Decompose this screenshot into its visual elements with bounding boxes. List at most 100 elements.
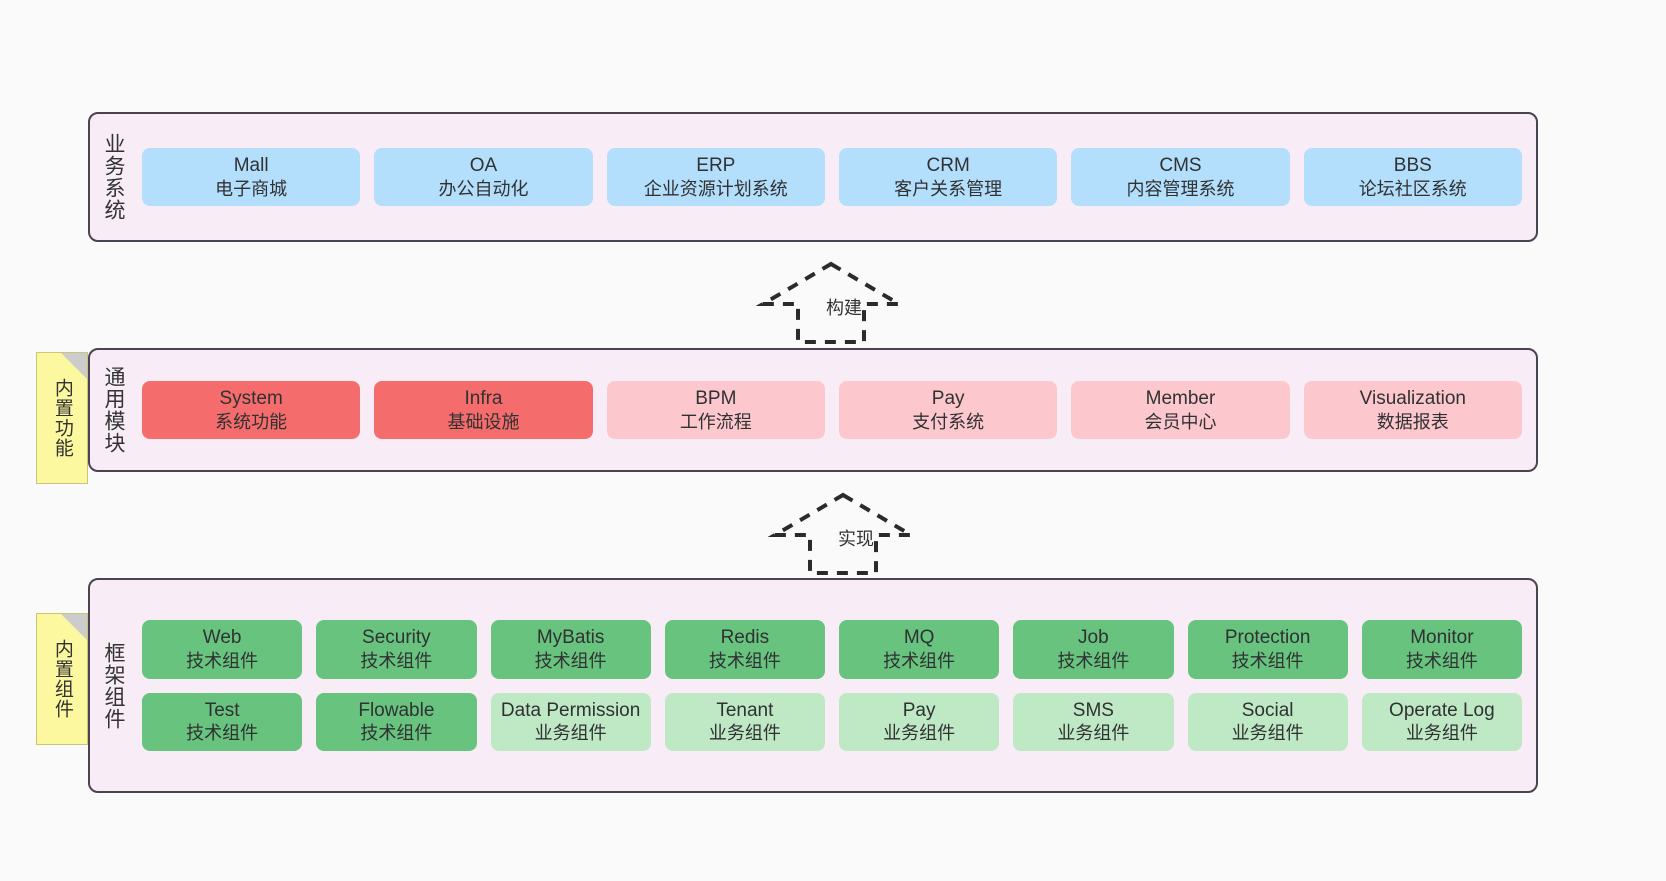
layer-business-system: 业务系统 Mall 电子商城 OA 办公自动化 ERP 企业资源计划系统 CRM… [88,112,1538,242]
card-pay[interactable]: Pay 支付系统 [838,380,1058,440]
card-redis[interactable]: Redis 技术组件 [664,619,825,679]
card-data-permission[interactable]: Data Permission 业务组件 [490,692,651,752]
card-title: Pay [931,387,965,409]
card-title: Flowable [358,699,435,721]
card-row: Web 技术组件 Security 技术组件 MyBatis 技术组件 Redi… [142,619,1522,679]
card-web[interactable]: Web 技术组件 [142,619,303,679]
card-subtitle: 支付系统 [912,411,985,432]
card-title: CRM [926,154,970,176]
card-subtitle: 基础设施 [447,411,520,432]
card-row: Mall 电子商城 OA 办公自动化 ERP 企业资源计划系统 CRM 客户关系… [142,147,1522,207]
card-title: Mall [233,154,269,176]
card-title: ERP [696,154,736,176]
card-subtitle: 业务组件 [708,723,781,744]
build-arrow-icon [756,261,906,344]
card-title: MQ [903,626,935,648]
card-monitor[interactable]: Monitor 技术组件 [1361,619,1522,679]
card-pay-business[interactable]: Pay 业务组件 [839,692,1000,752]
card-mq[interactable]: MQ 技术组件 [839,619,1000,679]
card-tenant[interactable]: Tenant 业务组件 [664,692,825,752]
card-security[interactable]: Security 技术组件 [316,619,477,679]
card-row: System 系统功能 Infra 基础设施 BPM 工作流程 Pay 支付系统… [142,380,1522,440]
card-title: Data Permission [500,699,641,721]
card-infra[interactable]: Infra 基础设施 [374,380,593,440]
note-builtin-function: 内置功能 [36,352,88,484]
card-subtitle: 技术组件 [534,650,607,671]
connector-build: 构建 [756,258,906,346]
card-crm[interactable]: CRM 客户关系管理 [838,147,1058,207]
card-subtitle: 技术组件 [883,650,956,671]
card-subtitle: 系统功能 [215,411,288,432]
card-subtitle: 内容管理系统 [1126,178,1235,199]
card-title: Tenant [716,699,774,721]
card-system[interactable]: System 系统功能 [142,380,361,440]
card-title: BPM [695,387,737,409]
card-sms[interactable]: SMS 业务组件 [1013,692,1174,752]
card-subtitle: 技术组件 [360,650,433,671]
card-title: Infra [464,387,503,409]
card-cms[interactable]: CMS 内容管理系统 [1071,147,1290,207]
card-member[interactable]: Member 会员中心 [1071,380,1290,440]
card-subtitle: 电子商城 [215,178,288,199]
note-fold-corner-icon [61,614,87,640]
connector-implement-label: 实现 [838,529,874,549]
card-job[interactable]: Job 技术组件 [1013,619,1174,679]
card-social[interactable]: Social 业务组件 [1187,692,1348,752]
layer-framework-component: 框架组件 Web 技术组件 Security 技术组件 MyBatis 技术组件… [88,578,1538,793]
card-subtitle: 业务组件 [883,723,956,744]
card-subtitle: 工作流程 [679,411,752,432]
card-title: Operate Log [1389,699,1495,721]
card-subtitle: 业务组件 [1231,723,1304,744]
card-title: Social [1241,699,1294,721]
card-subtitle: 客户关系管理 [894,178,1003,199]
card-title: Security [362,626,431,648]
connector-build-label: 构建 [826,298,862,318]
card-mybatis[interactable]: MyBatis 技术组件 [490,619,651,679]
card-title: BBS [1393,154,1432,176]
note-fold-corner-icon [61,353,87,379]
layer-body-framework-component: Web 技术组件 Security 技术组件 MyBatis 技术组件 Redi… [136,580,1536,791]
note-label: 内置功能 [51,378,73,458]
card-bpm[interactable]: BPM 工作流程 [606,380,825,440]
card-title: Pay [902,699,936,721]
card-title: Member [1145,387,1216,409]
card-subtitle: 技术组件 [1405,650,1478,671]
card-subtitle: 办公自动化 [438,178,529,199]
card-title: Job [1078,626,1109,648]
layer-common-module: 通用模块 System 系统功能 Infra 基础设施 BPM 工作流程 Pay… [88,348,1538,472]
layer-title-business-system: 业务系统 [101,133,125,221]
card-subtitle: 技术组件 [186,650,259,671]
card-test[interactable]: Test 技术组件 [142,692,303,752]
card-operate-log[interactable]: Operate Log 业务组件 [1361,692,1522,752]
card-title: CMS [1159,154,1202,176]
card-title: SMS [1072,699,1114,721]
card-subtitle: 企业资源计划系统 [643,178,788,199]
card-title: Protection [1224,626,1311,648]
card-subtitle: 技术组件 [1231,650,1304,671]
card-protection[interactable]: Protection 技术组件 [1187,619,1348,679]
card-subtitle: 技术组件 [360,723,433,744]
connector-implement: 实现 [768,489,918,577]
card-subtitle: 数据报表 [1376,411,1449,432]
card-bbs[interactable]: BBS 论坛社区系统 [1303,147,1522,207]
card-subtitle: 技术组件 [186,723,259,744]
card-erp[interactable]: ERP 企业资源计划系统 [606,147,825,207]
card-oa[interactable]: OA 办公自动化 [374,147,593,207]
card-title: Redis [720,626,770,648]
card-title: Monitor [1410,626,1474,648]
layer-title-common-module: 通用模块 [101,366,125,454]
card-mall[interactable]: Mall 电子商城 [142,147,361,207]
card-visualization[interactable]: Visualization 数据报表 [1303,380,1522,440]
card-title: System [219,387,283,409]
card-row: Test 技术组件 Flowable 技术组件 Data Permission … [142,692,1522,752]
card-subtitle: 业务组件 [1057,723,1130,744]
card-title: OA [469,154,498,176]
card-title: MyBatis [536,626,605,648]
card-title: Visualization [1359,387,1466,409]
note-builtin-component: 内置组件 [36,613,88,745]
card-subtitle: 会员中心 [1144,411,1217,432]
card-title: Test [204,699,240,721]
card-flowable[interactable]: Flowable 技术组件 [316,692,477,752]
card-subtitle: 业务组件 [1405,723,1478,744]
note-label: 内置组件 [51,639,73,719]
